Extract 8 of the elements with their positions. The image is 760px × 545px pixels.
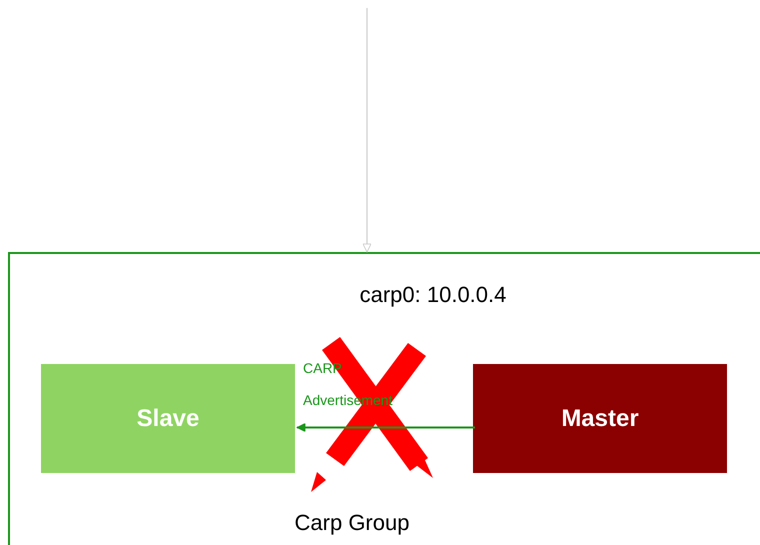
node-label: Slave	[136, 404, 200, 432]
group-title: Carp Group	[294, 510, 410, 536]
arrow	[362, 8, 372, 252]
node-label: Master	[561, 404, 639, 432]
slave-box	[41, 364, 295, 473]
arrow	[296, 423, 475, 432]
address-label: carp0: 10.0.0.4	[360, 282, 506, 308]
master-box	[473, 364, 727, 473]
